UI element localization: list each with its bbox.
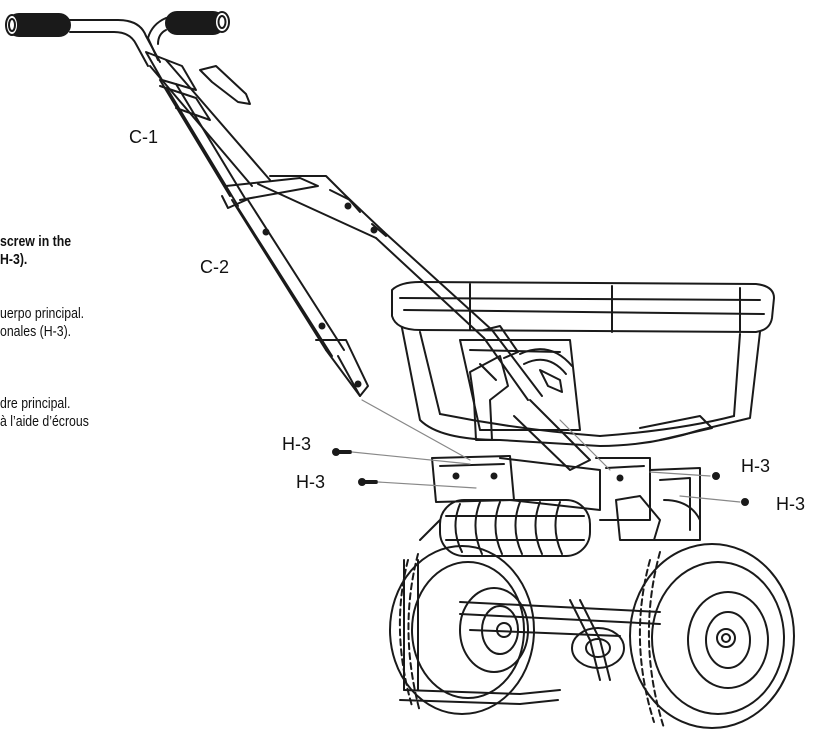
instruction-english-line-2: H-3). bbox=[0, 251, 28, 268]
axle-bottom-frame bbox=[399, 519, 661, 705]
instruction-french-line-2: à l’aide d’écrous bbox=[0, 413, 89, 430]
bolt-h3-right-top bbox=[712, 472, 720, 480]
callout-h3-right-bottom: H-3 bbox=[776, 494, 806, 514]
callout-c2: C-2 bbox=[200, 257, 230, 277]
left-wheel bbox=[389, 545, 535, 715]
callout-h3-left-bottom: H-3 bbox=[296, 472, 326, 492]
upper-handle-c1 bbox=[145, 51, 271, 207]
instruction-english-line-1: screw in the bbox=[0, 233, 72, 250]
control-lever bbox=[469, 355, 713, 471]
instruction-spanish-line-2: onales (H-3). bbox=[0, 323, 72, 340]
instruction-french-line-1: dre principal. bbox=[0, 395, 71, 412]
lower-handle-c2 bbox=[221, 177, 369, 397]
bolt-h3-left-top bbox=[332, 448, 352, 456]
top-handle-bar bbox=[69, 17, 167, 67]
callout-c1: C-1 bbox=[129, 127, 159, 147]
callout-h3-right-top: H-3 bbox=[741, 456, 771, 476]
frame-chassis bbox=[431, 455, 701, 541]
callout-h3-left-top: H-3 bbox=[282, 434, 312, 454]
leader-lines bbox=[351, 399, 741, 503]
instruction-spanish-line-1: uerpo principal. bbox=[0, 305, 85, 322]
handle-grip-left bbox=[5, 13, 71, 37]
auger-cylinder bbox=[439, 499, 591, 557]
bolt-h3-left-bottom bbox=[358, 478, 378, 486]
bolt-h3-right-bottom bbox=[741, 498, 749, 506]
main-handle-tube bbox=[257, 175, 543, 401]
handle-grip-right bbox=[165, 11, 230, 35]
right-wheel bbox=[629, 543, 795, 729]
